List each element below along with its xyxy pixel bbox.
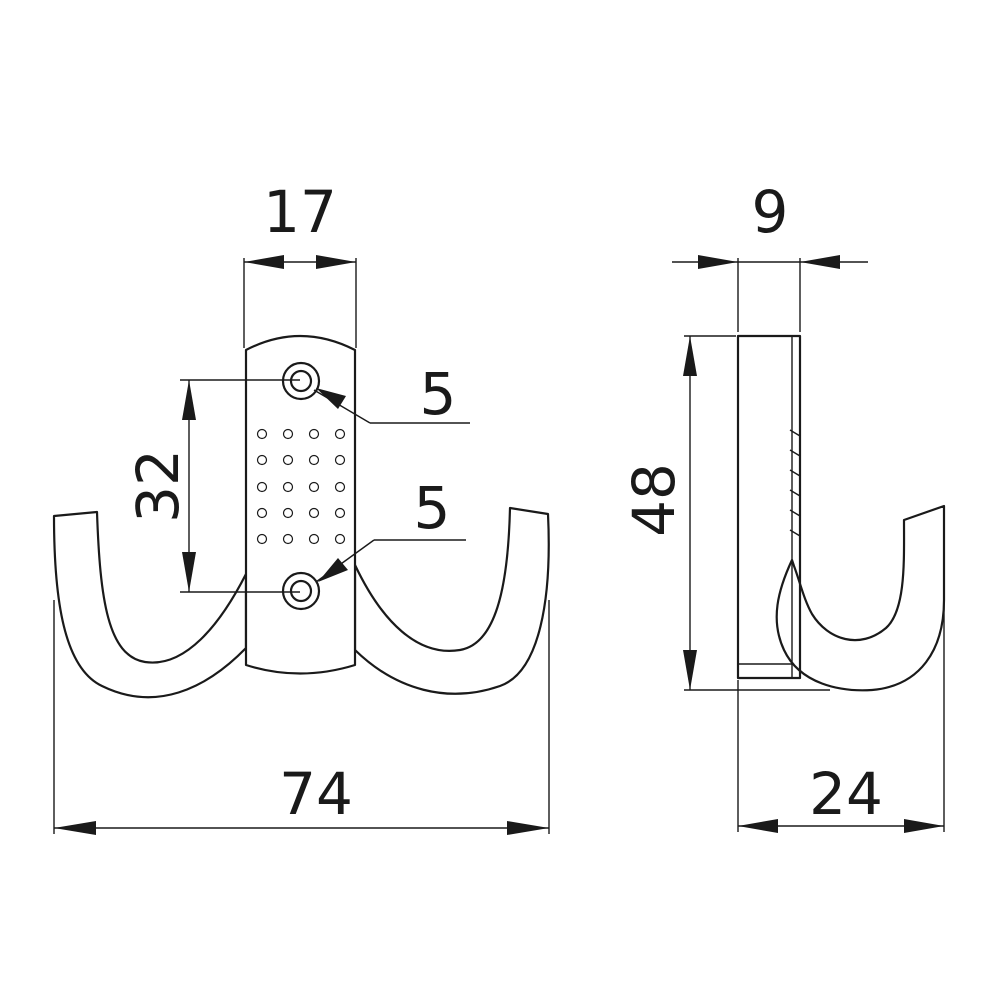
plate-height-label: 48 [620,463,688,537]
decorative-dot [308,507,320,519]
decorative-dot [256,481,268,493]
decorative-dot [282,481,294,493]
lower-screw-hole [281,571,321,611]
decorative-dot [334,481,346,493]
side-hook-outline [775,504,946,692]
overall-width-label: 74 [279,760,353,828]
mounting-plate [244,335,357,675]
plate-thickness-label: 9 [752,178,789,246]
decorative-dot [256,428,268,440]
plate-width-label: 17 [263,178,337,246]
hole-spacing-label: 32 [124,449,192,523]
overall-depth-dimension: 24 [737,600,945,833]
lower-hole-leader: 5 [315,474,466,583]
decorative-dot [282,507,294,519]
decorative-dot [308,481,320,493]
upper-hole-diameter-label: 5 [420,360,457,428]
decorative-dot [256,533,268,545]
side-plate-outline [736,334,802,680]
lower-hole-diameter-label: 5 [414,474,451,542]
decorative-dot [308,454,320,466]
decorative-dot [308,533,320,545]
decorative-dot-grid [256,428,346,545]
right-hook-outline [353,506,550,695]
plate-height-dimension: 48 [620,335,830,691]
front-view: 17 32 5 5 [52,178,550,835]
decorative-dot [282,454,294,466]
hole-spacing-dimension: 32 [124,379,300,593]
overall-width-dimension: 74 [53,600,550,835]
decorative-dot [282,533,294,545]
left-hook-outline [52,510,248,699]
side-view: 9 48 24 [620,178,946,833]
decorative-dot [334,428,346,440]
decorative-dot [256,454,268,466]
upper-hole-leader: 5 [313,360,470,428]
decorative-dot [334,454,346,466]
upper-screw-hole [281,361,321,401]
decorative-dot [308,428,320,440]
decorative-dot [282,428,294,440]
overall-depth-label: 24 [809,760,883,828]
plate-thickness-dimension: 9 [672,178,868,332]
decorative-dot [334,507,346,519]
plate-width-dimension: 17 [243,178,357,348]
decorative-dot [334,533,346,545]
decorative-dot [256,507,268,519]
